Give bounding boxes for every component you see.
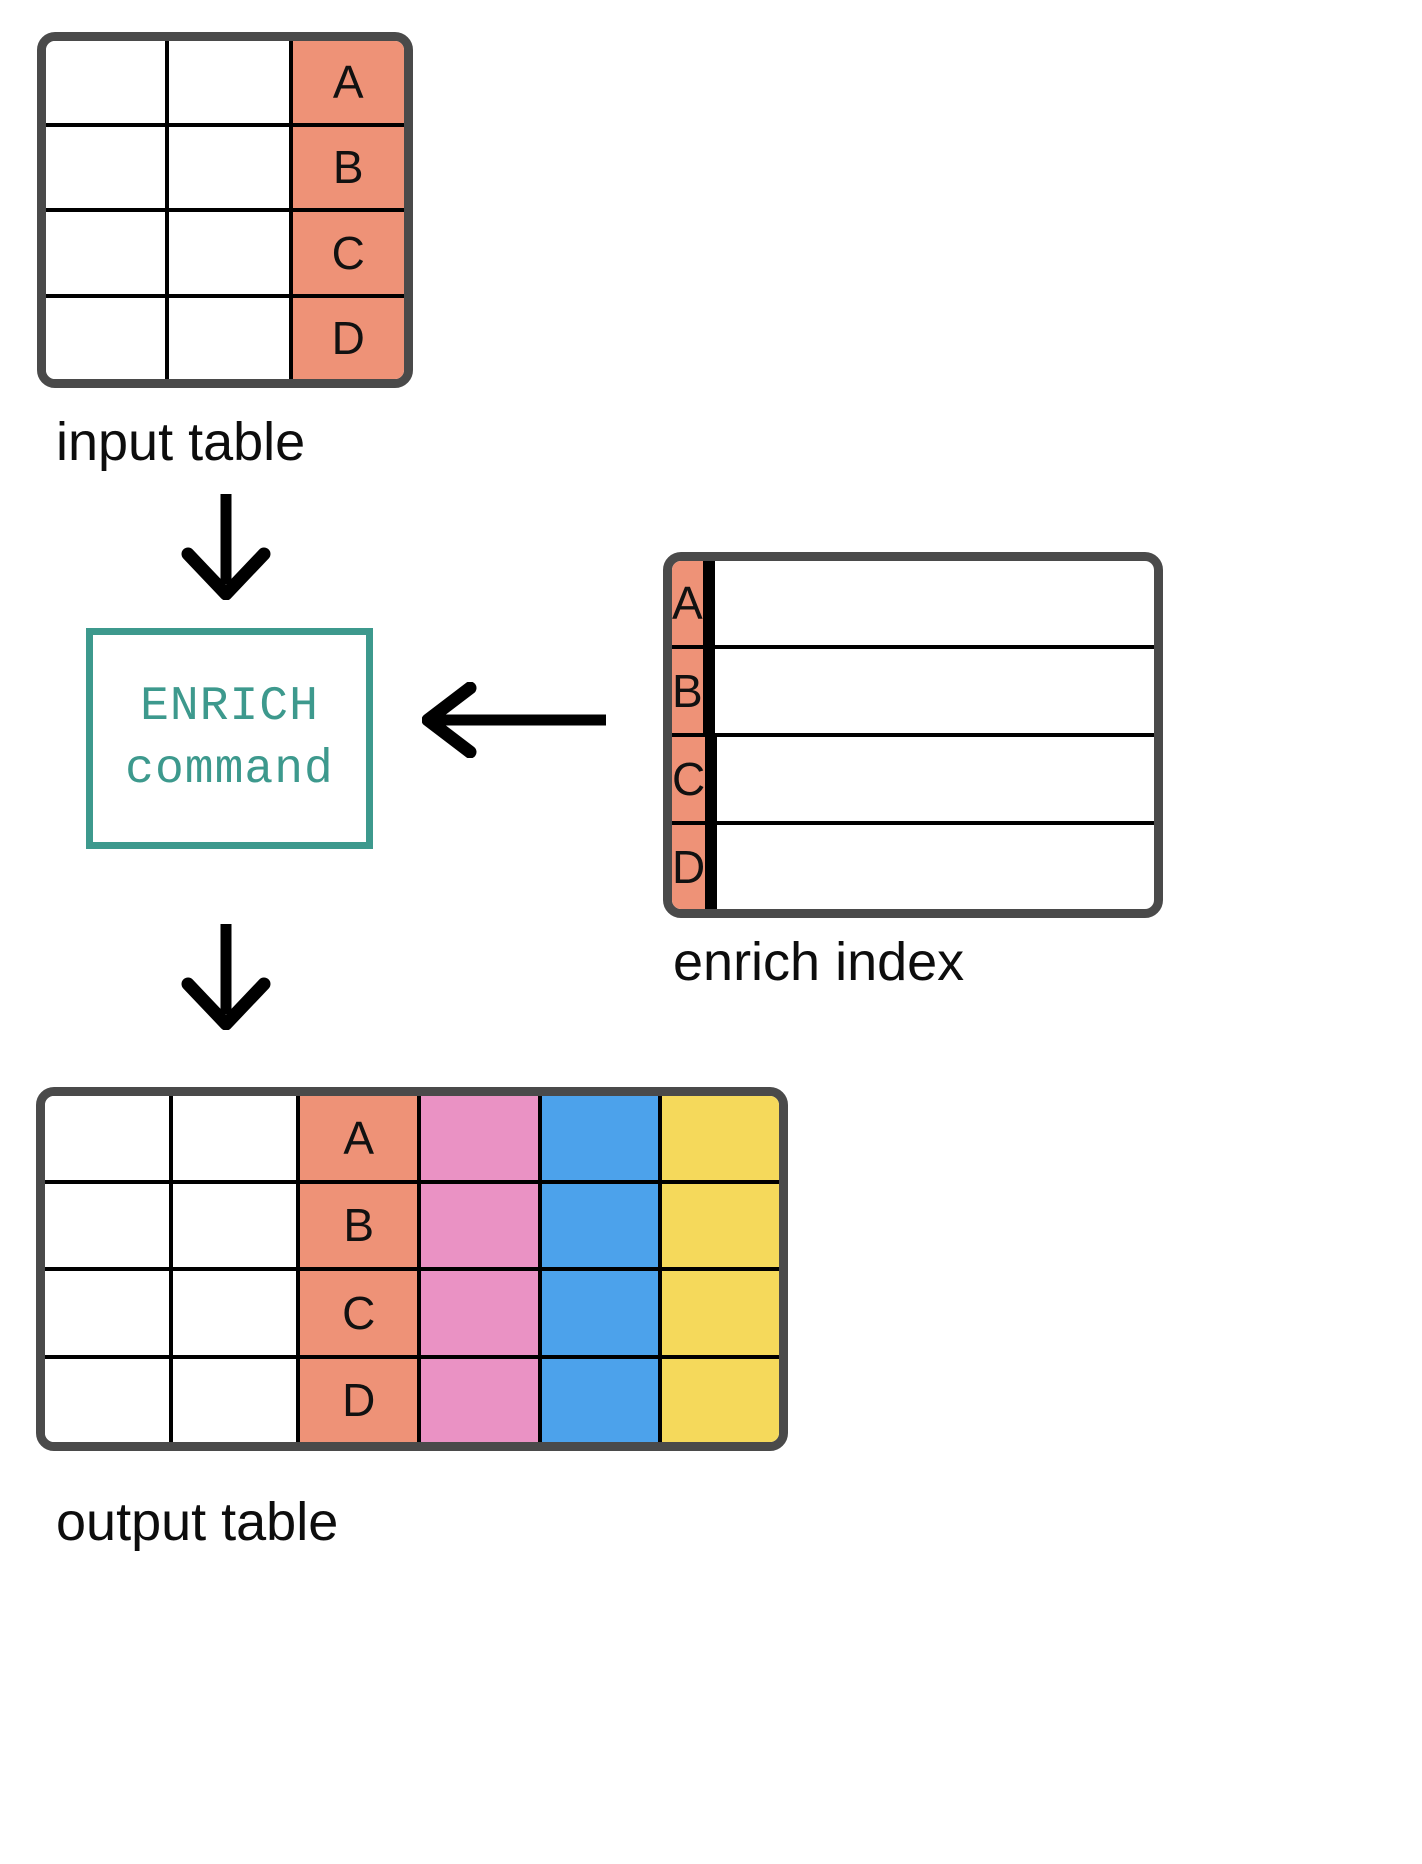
cell-output-r1c6 [658, 1096, 779, 1180]
arrow-command-to-output-icon [178, 922, 274, 1030]
cell-input-r1c1 [46, 41, 166, 123]
cell-output-r3c2 [168, 1271, 297, 1355]
table-row: D [672, 821, 1154, 909]
cell-index-r4c4 [713, 825, 718, 909]
output-table: A B C D [36, 1087, 788, 1451]
cell-output-r2c3: B [296, 1183, 418, 1267]
table-row: A [45, 1096, 779, 1180]
cell-output-r4c6 [658, 1358, 779, 1442]
cell-index-r3c4 [713, 737, 718, 821]
cell-output-r4c4 [417, 1358, 538, 1442]
cell-output-r2c1 [45, 1183, 169, 1267]
cell-output-r1c5 [537, 1096, 659, 1180]
cell-index-r3c3 [709, 737, 714, 821]
cell-output-r3c5 [537, 1271, 659, 1355]
cell-input-r2c1 [46, 126, 166, 208]
table-row: A [46, 41, 404, 123]
cell-output-r3c3: C [296, 1271, 418, 1355]
cell-index-r3c1: C [672, 737, 706, 821]
command-subtitle: command [125, 742, 334, 797]
table-row: B [672, 645, 1154, 733]
cell-output-r1c1 [45, 1096, 169, 1180]
cell-output-r4c2 [168, 1358, 297, 1442]
cell-input-r4c3: D [288, 297, 404, 379]
cell-output-r2c6 [658, 1183, 779, 1267]
cell-index-r2c2 [702, 649, 707, 733]
cell-output-r3c4 [417, 1271, 538, 1355]
table-row: A [672, 561, 1154, 645]
cell-input-r3c2 [165, 212, 289, 294]
cell-output-r2c5 [537, 1183, 659, 1267]
table-row: B [45, 1179, 779, 1267]
table-row: D [45, 1354, 779, 1442]
cell-index-r4c1: D [672, 825, 706, 909]
table-row: C [45, 1267, 779, 1355]
cell-output-r4c1 [45, 1358, 169, 1442]
cell-input-r1c2 [165, 41, 289, 123]
enrich-index-caption: enrich index [673, 932, 965, 992]
cell-input-r2c3: B [288, 126, 404, 208]
output-table-caption: output table [56, 1492, 339, 1552]
cell-index-r1c1: A [672, 561, 703, 645]
cell-output-r2c2 [168, 1183, 297, 1267]
input-table: A B C D [37, 32, 413, 388]
table-row: D [46, 293, 404, 379]
cell-input-r3c3: C [288, 212, 404, 294]
arrow-index-to-command-icon [422, 682, 608, 758]
cell-output-r1c2 [168, 1096, 297, 1180]
enrich-index-table: A B C D [663, 552, 1163, 918]
cell-output-r4c5 [537, 1358, 659, 1442]
arrow-input-to-command-icon [178, 492, 274, 600]
cell-index-r1c2 [702, 561, 707, 645]
cell-output-r2c4 [417, 1183, 538, 1267]
cell-index-r2c4 [710, 649, 715, 733]
cell-index-r1c4 [710, 561, 715, 645]
cell-index-r2c3 [706, 649, 711, 733]
cell-output-r1c3: A [296, 1096, 418, 1180]
cell-index-r4c3 [709, 825, 714, 909]
cell-output-r3c6 [658, 1271, 779, 1355]
cell-input-r2c2 [165, 126, 289, 208]
enrich-command-box[interactable]: ENRICH command [86, 628, 373, 849]
cell-output-r4c3: D [296, 1358, 418, 1442]
table-row: C [672, 733, 1154, 821]
table-row: B [46, 122, 404, 208]
table-row: C [46, 208, 404, 294]
input-table-caption: input table [56, 412, 306, 472]
cell-input-r1c3: A [288, 41, 404, 123]
cell-index-r2c1: B [672, 649, 703, 733]
cell-input-r4c2 [165, 297, 289, 379]
cell-index-r3c2 [705, 737, 710, 821]
cell-index-r4c2 [705, 825, 710, 909]
cell-output-r3c1 [45, 1271, 169, 1355]
cell-index-r1c3 [706, 561, 711, 645]
cell-input-r3c1 [46, 212, 166, 294]
command-name: ENRICH [140, 679, 319, 734]
cell-input-r4c1 [46, 297, 166, 379]
cell-output-r1c4 [417, 1096, 538, 1180]
